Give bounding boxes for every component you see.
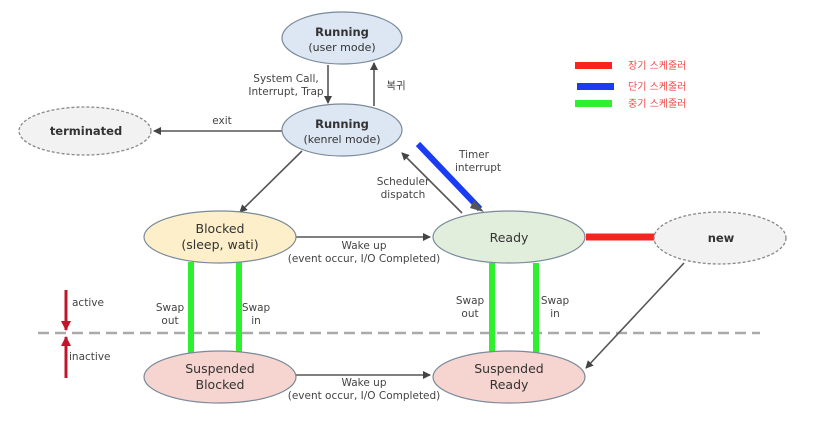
label-swap-in-right-1: Swap — [541, 295, 570, 307]
label-wakeup-bottom-2: (event occur, I/O Completed) — [288, 390, 441, 402]
legend-swatch-mid-term — [575, 100, 612, 107]
legend-swatch-long-term — [575, 62, 612, 69]
inactive-label: inactive — [69, 351, 111, 363]
label-swap-out-left-1: Swap — [156, 302, 185, 314]
node-suspended-blocked: Suspended Blocked — [143, 350, 297, 404]
node-running-kernel-subtitle: (kenrel mode) — [303, 133, 380, 146]
node-new: new — [653, 211, 787, 265]
label-timer-2: interrupt — [455, 162, 501, 174]
label-dispatch-1: Scheduler — [377, 176, 430, 188]
label-swap-in-left-2: in — [251, 315, 261, 327]
node-ready-title: Ready — [490, 230, 529, 245]
timer-arrowhead — [470, 200, 484, 212]
swap-in-right-bar — [533, 263, 539, 354]
node-running-user: Running (user mode) — [281, 11, 403, 65]
label-timer-1: Timer — [458, 149, 490, 161]
node-blocked: Blocked (sleep, wati) — [143, 210, 297, 264]
label-wakeup-bottom-1: Wake up — [342, 377, 387, 389]
legend-label-long-term: 장기 스케줄러 — [628, 60, 686, 72]
label-wakeup-top-1: Wake up — [342, 240, 387, 252]
node-suspended-ready-title: Suspended — [474, 361, 543, 376]
label-dispatch-2: dispatch — [381, 189, 426, 201]
swap-out-right-bar — [489, 263, 495, 354]
node-ready: Ready — [432, 210, 586, 264]
node-terminated-title: terminated — [50, 124, 122, 138]
legend-swatch-short-term — [577, 83, 614, 90]
label-swap-in-left-1: Swap — [242, 302, 271, 314]
node-running-user-title: Running — [315, 25, 369, 39]
label-return: 복귀 — [386, 80, 405, 92]
node-blocked-subtitle: (sleep, wati) — [181, 237, 258, 252]
node-new-title: new — [708, 231, 735, 245]
label-exit: exit — [212, 115, 232, 127]
node-running-kernel: Running (kenrel mode) — [281, 103, 403, 157]
swap-out-left-bar — [188, 262, 194, 354]
node-running-kernel-title: Running — [315, 117, 369, 131]
legend-label-mid-term: 중기 스케줄러 — [628, 98, 686, 110]
node-blocked-title: Blocked — [196, 221, 245, 236]
node-suspended-ready-subtitle: Ready — [490, 377, 529, 392]
edge-new-to-suspended-ready — [585, 262, 685, 369]
edge-timer-interrupt — [415, 141, 483, 212]
node-running-user-subtitle: (user mode) — [308, 41, 375, 54]
edge-scheduler-dispatch — [401, 152, 463, 214]
label-wakeup-top-2: (event occur, I/O Completed) — [288, 253, 441, 265]
label-swap-out-left-2: out — [161, 315, 178, 327]
legend: 장기 스케줄러 단기 스케줄러 중기 스케줄러 — [575, 60, 686, 110]
legend-label-short-term: 단기 스케줄러 — [628, 81, 686, 93]
label-syscall-2: Interrupt, Trap — [248, 86, 324, 98]
node-suspended-ready: Suspended Ready — [432, 350, 586, 404]
node-suspended-blocked-subtitle: Blocked — [196, 377, 245, 392]
active-label: active — [72, 297, 104, 309]
label-syscall-1: System Call, — [253, 73, 318, 85]
label-swap-out-right-2: out — [461, 308, 478, 320]
node-terminated: terminated — [18, 106, 152, 156]
label-swap-out-right-1: Swap — [456, 295, 485, 307]
node-suspended-blocked-title: Suspended — [185, 361, 254, 376]
swap-in-left-bar — [236, 262, 242, 354]
edge-kernel-to-blocked — [239, 150, 303, 213]
label-swap-in-right-2: in — [550, 308, 560, 320]
